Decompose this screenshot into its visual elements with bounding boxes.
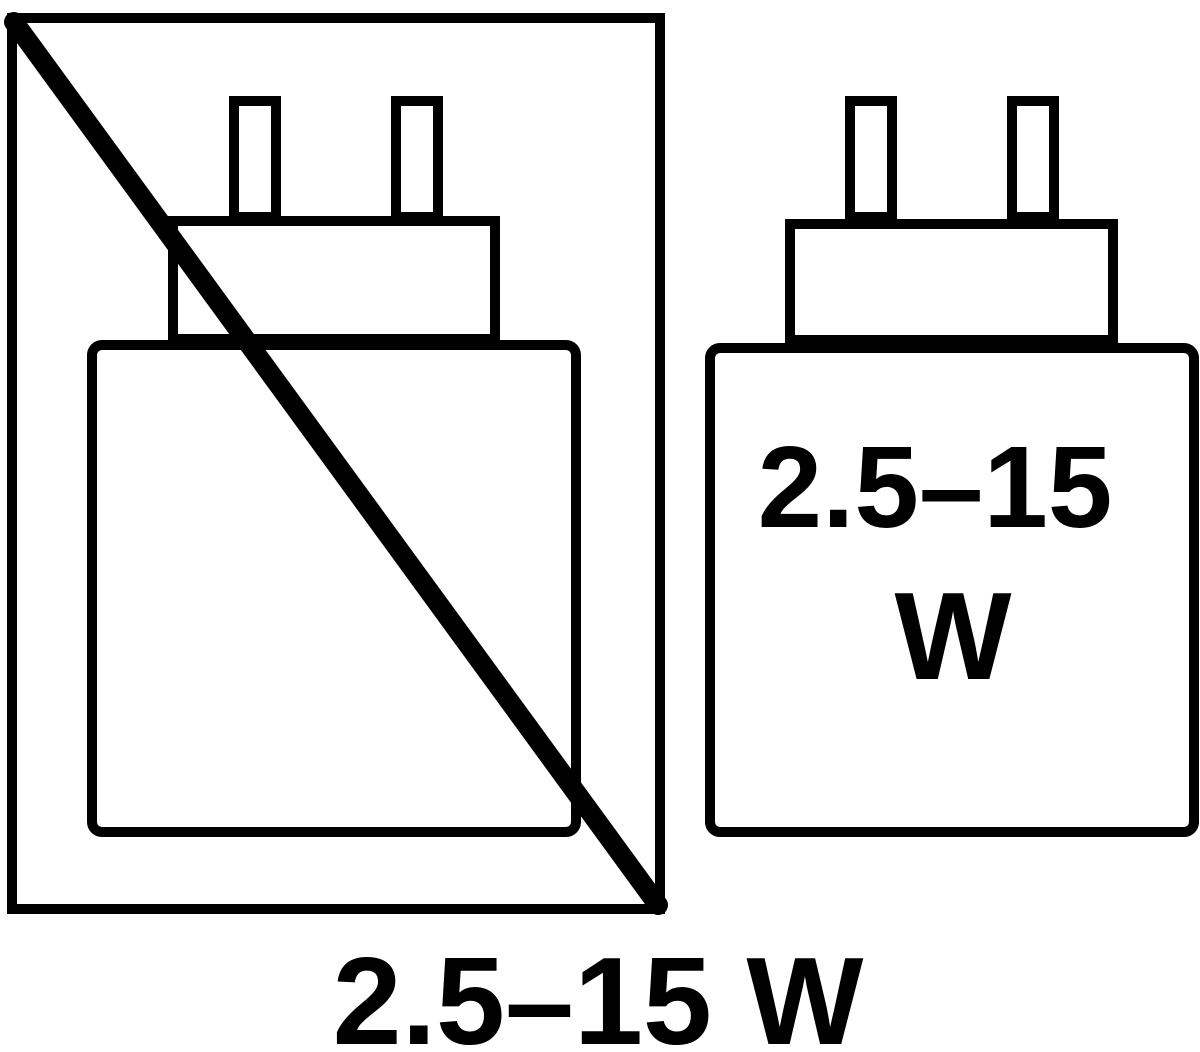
right-plug-head	[785, 219, 1118, 345]
right-plug-pin-left	[845, 96, 897, 222]
left-crossed-charger-symbol	[4, 12, 668, 915]
right-plug-pin-right	[1007, 96, 1059, 222]
power-rating-caption: 2.5–15 W	[333, 933, 864, 1052]
left-cross-out-line	[4, 12, 668, 915]
right-charger-symbol: 2.5–15 W	[705, 96, 1199, 837]
right-charger-body	[705, 343, 1199, 837]
right-power-rating-line1: 2.5–15	[758, 422, 1113, 552]
left-plug-head	[168, 216, 500, 344]
right-power-rating-line2: W	[894, 568, 1011, 706]
left-charger-icon	[87, 96, 581, 837]
left-charger-body	[87, 340, 581, 837]
right-charger-icon	[705, 96, 1199, 837]
